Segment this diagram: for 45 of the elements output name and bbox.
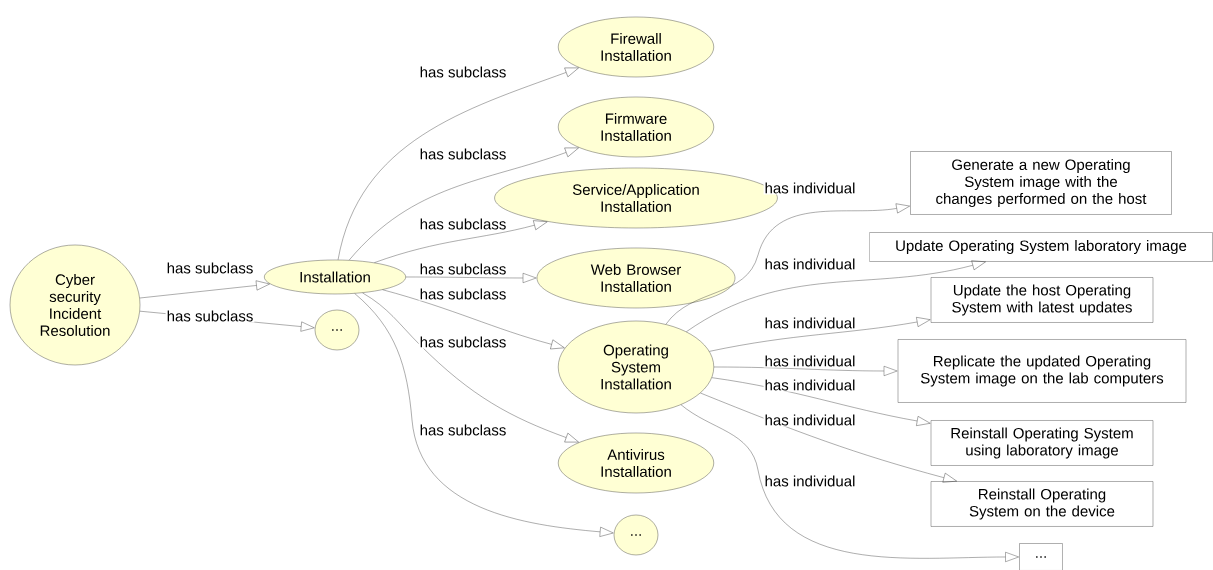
edge-label: has individual	[763, 316, 857, 330]
edge-label: has individual	[763, 413, 857, 427]
edge-label: has subclass	[418, 147, 508, 161]
ellipse-node: Installation	[264, 259, 406, 295]
rectangle-node: Reinstall Operating System on the device	[930, 481, 1154, 527]
ellipse-node: Firmware Installation	[558, 96, 714, 158]
edge-label: has subclass	[418, 335, 508, 349]
arrow	[362, 292, 579, 443]
edge-label: has subclass	[418, 65, 508, 79]
edge-label: has subclass	[165, 261, 255, 275]
arrow	[405, 273, 537, 283]
arrow	[337, 67, 579, 260]
arrow	[374, 220, 548, 263]
edge-label: has subclass	[418, 287, 508, 301]
ellipse-node: Web Browser Installation	[536, 247, 736, 309]
rectangle-node: Update the host Operating System with latest updates	[930, 277, 1154, 323]
ellipse-node: Operating System Installation	[558, 320, 714, 414]
edge-label: has individual	[763, 181, 857, 195]
arrow	[348, 147, 579, 261]
rectangle-node: Update Operating System laboratory image	[869, 232, 1213, 262]
arrow	[700, 392, 957, 483]
arrow	[711, 377, 931, 426]
arrow	[382, 289, 565, 350]
rectangle-node: Replicate the updated Operating System image on the lab computers	[897, 339, 1187, 403]
arrow	[680, 404, 1019, 562]
arrow	[139, 280, 270, 299]
arrow	[354, 293, 614, 537]
ellipse-node: Cyber security Incident Resolution	[9, 244, 141, 366]
edge-label: has individual	[763, 474, 857, 488]
arrow	[713, 366, 898, 376]
edge-label: has subclass	[418, 262, 508, 276]
edge-label: has individual	[763, 257, 857, 271]
ellipse-node: ...	[314, 309, 360, 351]
arrow	[665, 203, 910, 325]
edge-label: has individual	[763, 354, 857, 368]
edge-label: has subclass	[165, 309, 255, 323]
rectangle-node: Generate a new Operating System image with the changes performed on the host	[910, 151, 1172, 215]
ellipse-node: Firewall Installation	[558, 16, 714, 78]
ellipse-node: Antivirus Installation	[558, 432, 714, 494]
edge-label: has subclass	[418, 423, 508, 437]
rectangle-node: Reinstall Operating System using laboratory image	[930, 420, 1154, 466]
arrow	[686, 260, 986, 332]
edge-label: has individual	[763, 378, 857, 392]
ellipse-node: ...	[613, 514, 659, 556]
arrow	[709, 317, 931, 352]
